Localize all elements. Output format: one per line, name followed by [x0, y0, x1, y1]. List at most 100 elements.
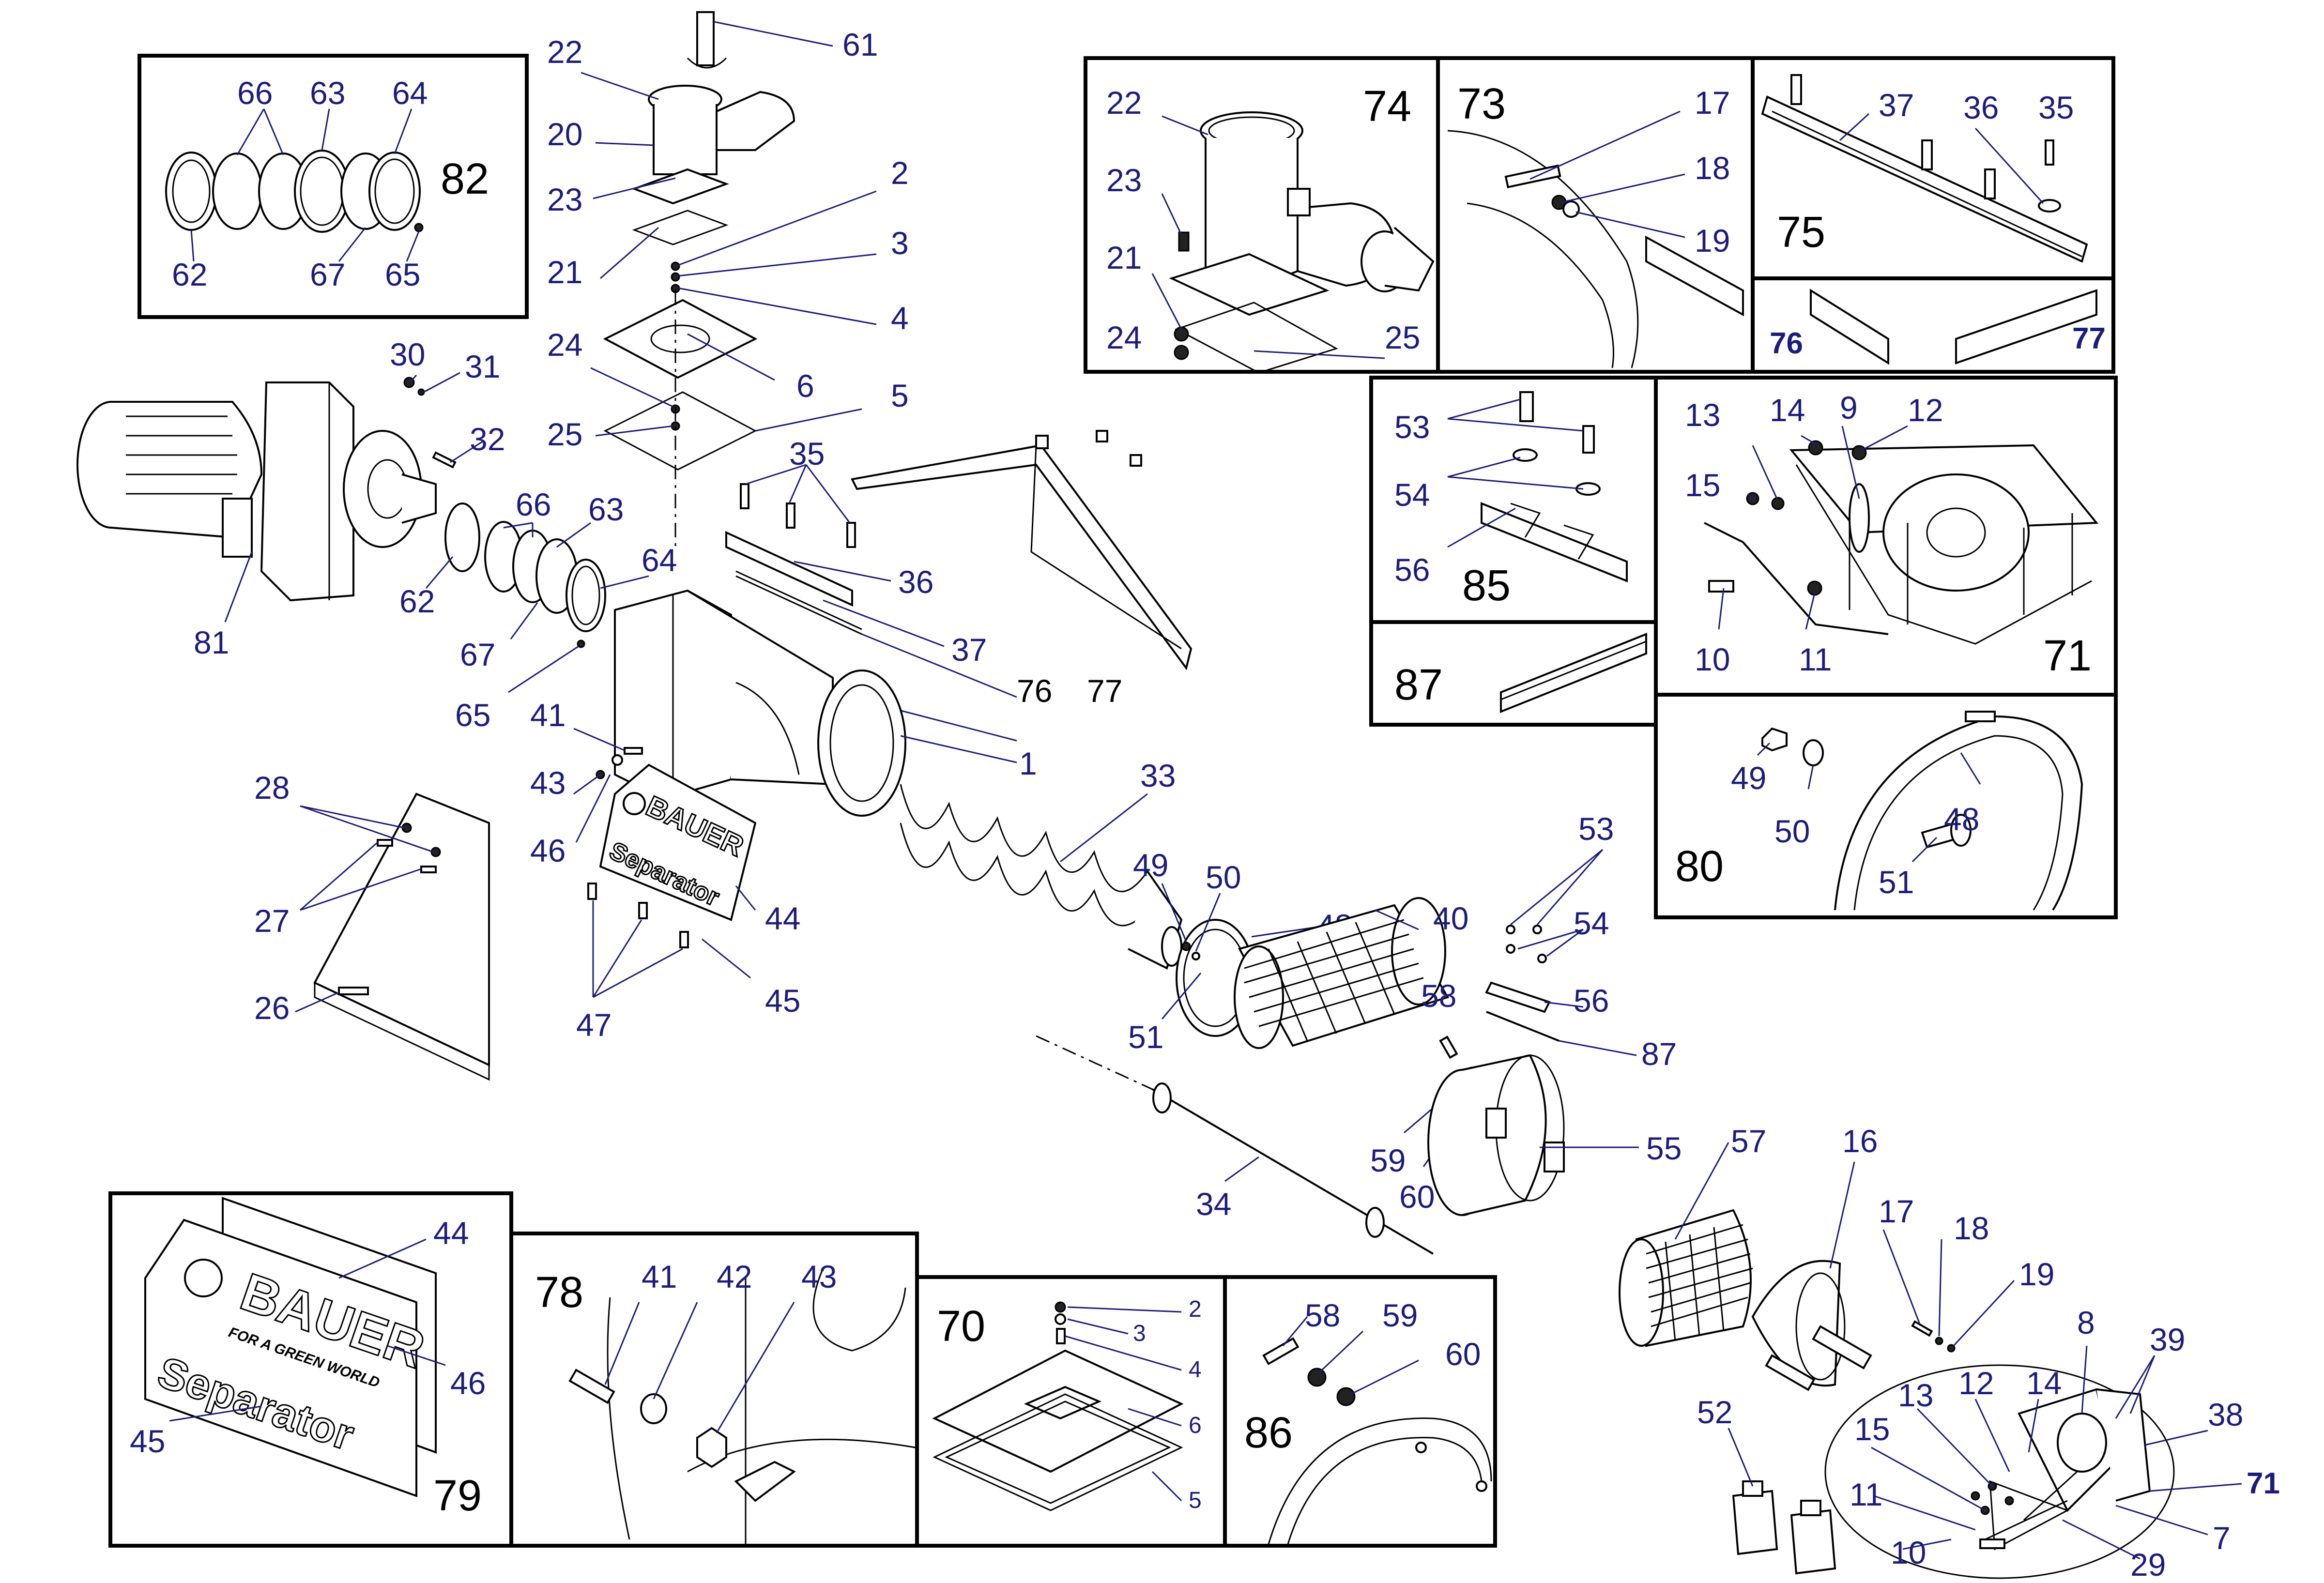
callout-27: 27: [254, 903, 290, 939]
callout-35: 35: [789, 436, 825, 472]
callout-36: 36: [898, 564, 933, 600]
logo-plate-main: BAUER Separator: [587, 747, 757, 948]
callout-53: 53: [1578, 811, 1614, 847]
callout-82-67: 67: [310, 257, 345, 292]
callout-82-66: 66: [237, 75, 273, 111]
seal-ring-set-main: [444, 502, 606, 648]
box-80-title: 80: [1675, 842, 1724, 891]
callout-49: 49: [1133, 847, 1168, 883]
callout-38: 38: [2208, 1397, 2243, 1432]
detail-box-76-77: [1751, 276, 2115, 374]
box-86-title: 86: [1244, 1409, 1293, 1457]
guide-rails-76-77: [1810, 289, 2097, 365]
box-82-title: 82: [441, 155, 489, 203]
callout-56: 56: [1574, 983, 1609, 1019]
callout-85-54: 54: [1394, 477, 1430, 513]
motor-gearbox-assembly: [76, 377, 457, 602]
callout-75-36: 36: [1963, 90, 1999, 125]
callout-70-5: 5: [1189, 1488, 1202, 1513]
pin-detail-86: [1262, 1337, 1492, 1545]
callout-76: 76: [1017, 673, 1052, 709]
callout-86-59: 59: [1382, 1297, 1418, 1333]
callout-74-25: 25: [1385, 320, 1420, 355]
callout-78-43: 43: [801, 1259, 837, 1294]
callout-10: 10: [1891, 1535, 1926, 1570]
callout-85-56: 56: [1394, 552, 1430, 588]
callout-71-10: 10: [1695, 641, 1730, 677]
drive-shaft: [1036, 1035, 1434, 1255]
callout-8: 8: [2077, 1305, 2095, 1340]
callout-22: 22: [547, 34, 582, 70]
callout-71-12: 12: [1908, 392, 1943, 428]
callout-1: 1: [1019, 746, 1037, 781]
callout-74-22: 22: [1106, 85, 1142, 121]
callout-58: 58: [1421, 978, 1456, 1014]
callout-80-50: 50: [1774, 813, 1810, 849]
callout-50: 50: [1206, 859, 1241, 895]
callout-12: 12: [1958, 1365, 1994, 1401]
callout-79-44: 44: [433, 1215, 469, 1251]
fine-screen: [1619, 1209, 1753, 1347]
callout-80-49: 49: [1731, 760, 1766, 796]
callout-82-63: 63: [310, 75, 345, 111]
callout-59: 59: [1370, 1142, 1406, 1178]
callout-64: 64: [642, 542, 677, 578]
outlet-drum: [1427, 1054, 1565, 1216]
box-76-title: 76: [1770, 327, 1803, 360]
callout-57: 57: [1731, 1123, 1766, 1159]
callout-51: 51: [1128, 1019, 1163, 1055]
callout-28: 28: [254, 770, 290, 806]
callout-67: 67: [460, 637, 495, 672]
box-71-title: 71: [2043, 632, 2092, 680]
callout-74-21: 21: [1106, 240, 1142, 275]
callout-11: 11: [1850, 1476, 1883, 1512]
callout-87: 87: [1641, 1036, 1677, 1072]
callout-17: 17: [1879, 1193, 1914, 1229]
callout-21: 21: [547, 254, 582, 290]
callout-78-41: 41: [642, 1259, 677, 1294]
callout-70-6: 6: [1189, 1413, 1202, 1438]
callout-40: 40: [1433, 900, 1468, 936]
bolt-strip-detail-85: [1481, 391, 1628, 582]
callout-80-48: 48: [1944, 801, 1979, 837]
callout-73-18: 18: [1695, 150, 1730, 186]
callout-71-13: 13: [1685, 397, 1720, 433]
callout-43: 43: [530, 765, 566, 801]
flange-detail-80: [1761, 711, 2083, 911]
callout-23: 23: [547, 182, 582, 217]
callout-75-37: 37: [1879, 87, 1914, 123]
callout-71-15: 15: [1685, 467, 1720, 503]
callout-60: 60: [1399, 1179, 1435, 1215]
callout-85-53: 53: [1394, 409, 1430, 445]
callout-2: 2: [891, 155, 909, 191]
callout-71-11: 11: [1799, 641, 1832, 677]
inlet-assembly: [603, 11, 795, 471]
callout-54: 54: [1574, 905, 1609, 941]
box-75-title: 75: [1777, 208, 1825, 257]
callout-47: 47: [576, 1007, 612, 1043]
bolt-detail-78: [568, 1268, 916, 1544]
callout-71: 71: [2247, 1467, 2280, 1500]
callout-5: 5: [891, 378, 909, 413]
callout-71-9: 9: [1840, 390, 1858, 426]
callout-61: 61: [842, 27, 878, 62]
screen-basket: [1234, 897, 1449, 1049]
box-73-title: 73: [1457, 80, 1506, 128]
callout-14: 14: [2026, 1365, 2062, 1401]
callout-29: 29: [2130, 1547, 2166, 1583]
callout-79-46: 46: [450, 1365, 486, 1401]
inlet-pipe-detail-74: [1169, 111, 1435, 374]
callout-45: 45: [765, 983, 800, 1019]
callout-78-42: 42: [717, 1259, 752, 1294]
callout-16: 16: [1842, 1123, 1878, 1159]
cover-and-scraper: [725, 430, 1193, 670]
callout-31: 31: [465, 349, 500, 384]
callout-32: 32: [470, 421, 505, 457]
callout-77: 77: [1087, 673, 1122, 709]
counterweights: [1732, 1480, 1836, 1575]
callout-3: 3: [891, 225, 909, 261]
callout-39: 39: [2150, 1322, 2185, 1357]
callout-41: 41: [530, 697, 566, 733]
callout-13: 13: [1898, 1377, 1933, 1413]
